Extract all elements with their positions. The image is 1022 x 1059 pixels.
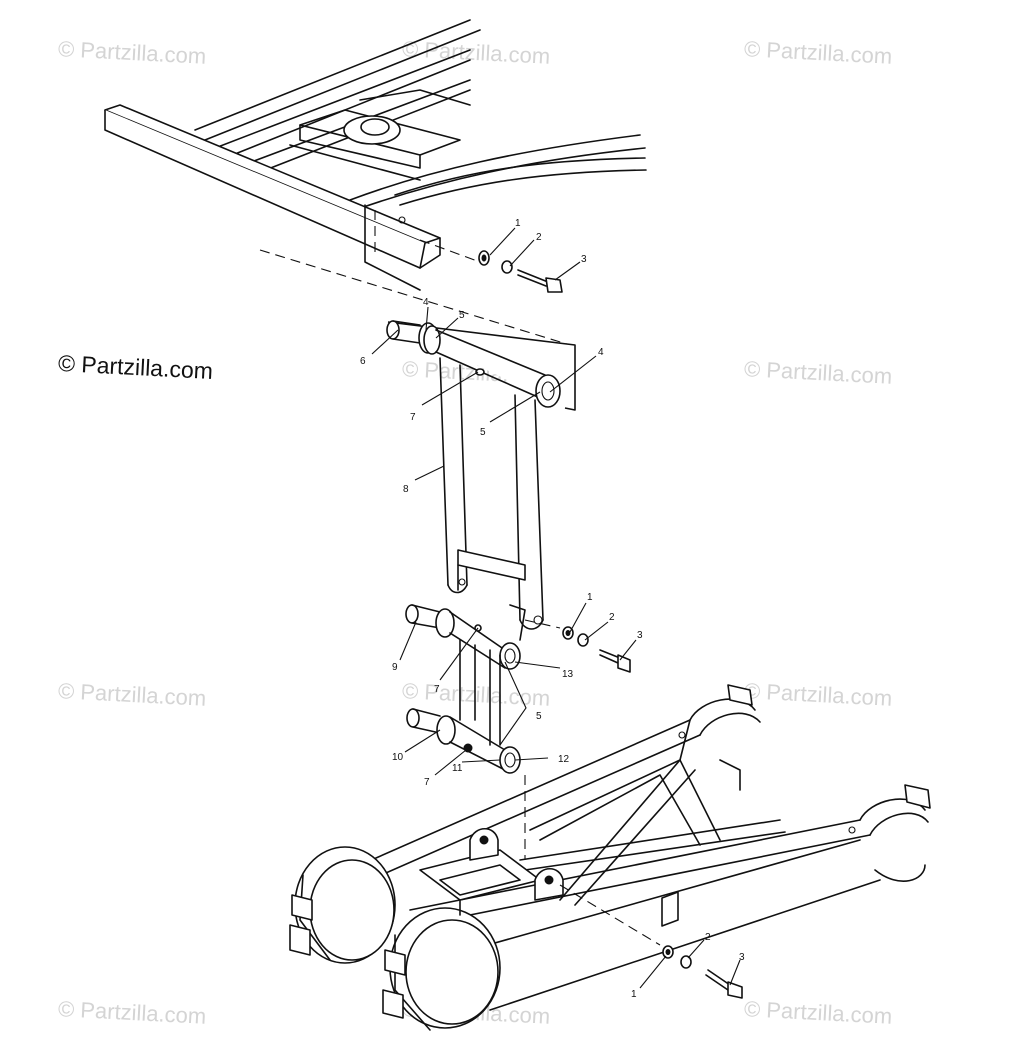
callout-pivot-4b: 4	[598, 347, 604, 358]
bottom-hardware	[662, 945, 743, 999]
callout-mid-1: 1	[587, 592, 593, 603]
callout-shaft-7b: 7	[424, 777, 430, 788]
lockwasher-2-top	[501, 260, 513, 274]
mid-hardware	[562, 626, 631, 673]
callout-top-2: 2	[536, 232, 542, 243]
callout-bot-2: 2	[705, 932, 711, 943]
shaft-9-assembly	[405, 604, 521, 746]
arm-assembly	[439, 357, 544, 641]
swingarm	[289, 684, 931, 1031]
callout-labels: 1 2 3 4 5 6 4 7 5 8 1 2 3 9 7 13 5 10 7 …	[360, 218, 745, 1000]
callout-shaft-13: 13	[562, 669, 574, 680]
callout-pivot-5a: 5	[459, 310, 465, 321]
callout-shaft-11: 11	[452, 763, 463, 774]
callout-shaft-5: 5	[536, 711, 542, 722]
callout-shaft-9: 9	[392, 662, 398, 673]
callout-bot-1: 1	[631, 989, 637, 1000]
callout-pivot-5b: 5	[480, 427, 486, 438]
callout-top-3: 3	[581, 254, 587, 265]
callout-top-1: 1	[515, 218, 521, 229]
callout-mid-3: 3	[637, 630, 643, 641]
callout-mid-2: 2	[609, 612, 615, 623]
callout-pivot-4a: 4	[423, 297, 429, 308]
callout-pivot-7: 7	[410, 412, 416, 423]
shaft-10-assembly	[406, 708, 521, 774]
callout-shaft-7a: 7	[434, 684, 440, 695]
callout-bot-3: 3	[739, 952, 745, 963]
top-hardware	[478, 250, 563, 293]
callout-shaft-10: 10	[392, 752, 404, 763]
pivot-shaft	[386, 320, 576, 411]
callout-arm-8: 8	[403, 484, 409, 495]
callout-pivot-6: 6	[360, 356, 366, 367]
frame-section	[104, 19, 647, 291]
callout-shaft-12: 12	[558, 754, 570, 765]
leader-lines	[371, 227, 741, 989]
bolt-3-top	[545, 277, 563, 293]
